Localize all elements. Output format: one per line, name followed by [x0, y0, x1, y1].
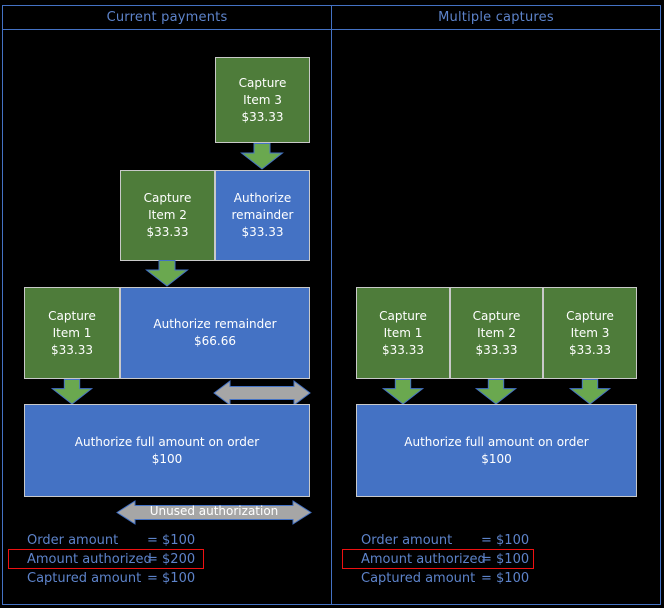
capture-item-2-box: Capture Item 2 $33.33 — [450, 287, 543, 379]
panel-title-current-payments: Current payments — [106, 10, 228, 25]
header-separator — [2, 29, 660, 30]
summary-row-amount-authorized-highlighted: Amount authorized= $200 — [8, 549, 204, 569]
capture-item-1-box: Capture Item 1 $33.33 — [356, 287, 450, 379]
down-arrow-icon — [145, 260, 189, 287]
authorize-full-amount-box: Authorize full amount on order $100 — [356, 404, 637, 497]
summary-row-amount-authorized-highlighted: Amount authorized= $100 — [342, 549, 534, 569]
panel-divider — [331, 5, 332, 604]
authorize-full-amount-box: Authorize full amount on order $100 — [24, 404, 310, 497]
unused-authorization-label: Unused authorization — [149, 504, 279, 518]
double-arrow-icon — [213, 380, 311, 406]
down-arrow-icon — [50, 379, 94, 405]
capture-item-2-box: Capture Item 2 $33.33 — [120, 170, 215, 261]
panel-title-multiple-captures: Multiple captures — [438, 10, 554, 25]
authorize-remainder-66-box: Authorize remainder $66.66 — [120, 287, 310, 379]
summary-row-captured-amount: Captured amount= $100 — [361, 571, 530, 586]
summary-row-order-amount: Order amount= $100 — [27, 533, 196, 548]
capture-item-3-box: Capture Item 3 $33.33 — [543, 287, 637, 379]
summary-row-order-amount: Order amount= $100 — [361, 533, 530, 548]
down-arrow-icon — [568, 379, 612, 405]
down-arrow-icon — [381, 379, 425, 405]
authorize-remainder-33-box: Authorize remainder $33.33 — [215, 170, 310, 261]
down-arrow-icon — [240, 143, 284, 170]
capture-item-3-box: Capture Item 3 $33.33 — [215, 57, 310, 143]
summary-row-captured-amount: Captured amount= $100 — [27, 571, 196, 586]
down-arrow-icon — [474, 379, 518, 405]
capture-item-1-box: Capture Item 1 $33.33 — [24, 287, 120, 379]
unused-authorization-arrow: Unused authorization — [116, 500, 312, 525]
